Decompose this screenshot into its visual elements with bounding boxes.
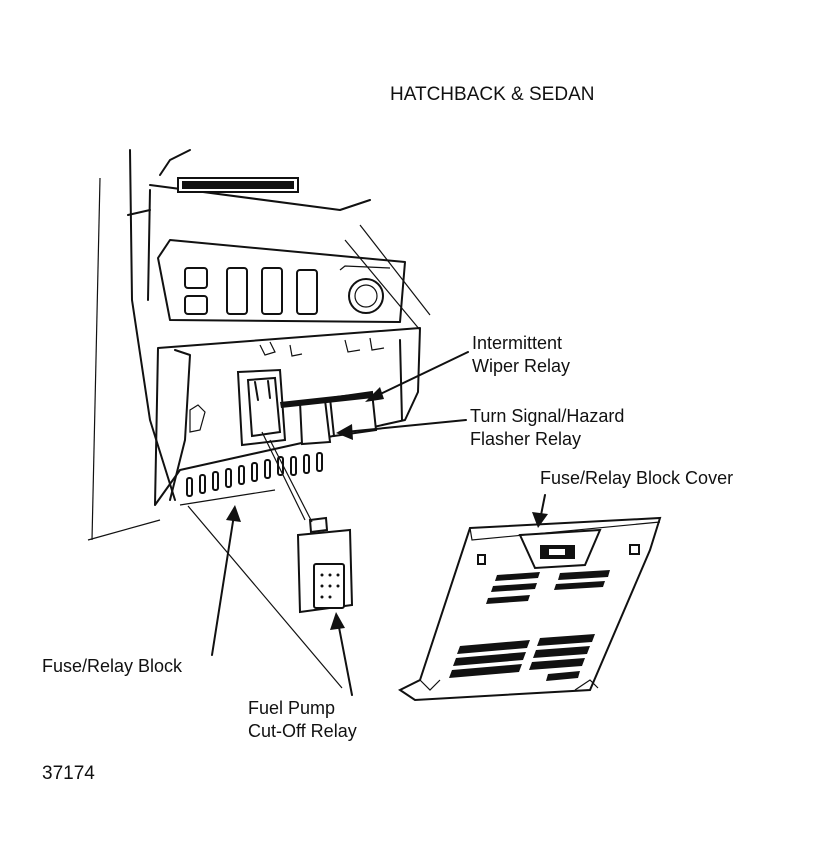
turn-signal-relay-label-line2: Flasher Relay [470, 429, 582, 449]
fuel-pump-relay-label-line1: Fuel Pump [248, 698, 336, 718]
figure-number: 37174 [42, 763, 95, 784]
diagram-title: HATCHBACK & SEDAN [390, 84, 595, 105]
block-cover-drawing [398, 516, 662, 702]
fuse-relay-block-label: Fuse/Relay Block [42, 656, 183, 676]
fuel-pump-relay-label-line2: Cut-Off Relay [248, 721, 357, 741]
dashboard-outline [87, 149, 431, 541]
intermittent-wiper-relay-label-line2: Wiper Relay [472, 356, 571, 376]
fuse-relay-block-housing [154, 327, 421, 506]
leader-arrows [187, 351, 548, 696]
intermittent-wiper-relay-label-line1: Intermittent [472, 333, 563, 353]
fuse-slots [186, 452, 323, 497]
fuel-pump-relay-drawing [261, 431, 354, 614]
installed-relays [236, 368, 378, 447]
block-cover-label: Fuse/Relay Block Cover [540, 468, 734, 488]
turn-signal-relay-label-line1: Turn Signal/Hazard [470, 406, 625, 426]
radio-slot [177, 177, 299, 193]
control-panel [157, 239, 406, 323]
